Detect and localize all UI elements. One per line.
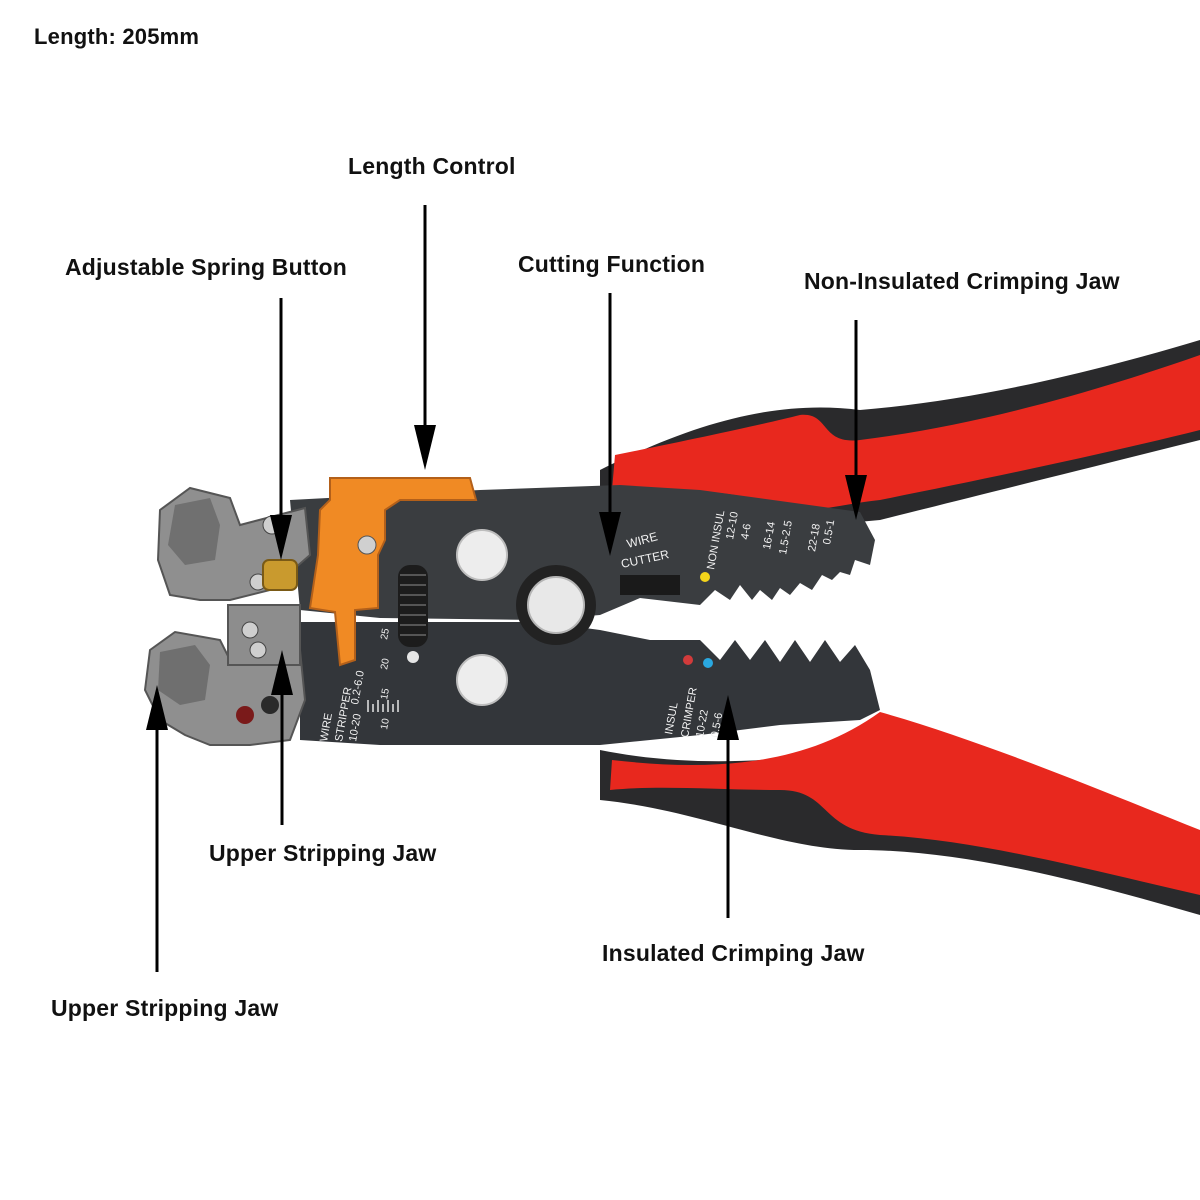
label-non-insulated-jaw: Non-Insulated Crimping Jaw [804,268,1120,294]
marking-stripper-word: WIRE [318,712,335,742]
upper-body [290,485,875,620]
slider-screw [357,535,377,555]
lower-jaw-face [158,645,210,705]
length-scale [367,700,399,712]
lower-handle-red [610,712,1200,895]
marking-stripper-awg: 10-20 [347,713,364,743]
label-upper-stripping-jaw-inner: Upper Stripping Jaw [209,840,437,866]
yellow-dot [700,572,710,582]
marking-insul-awg: 10-22 [694,709,711,739]
scale-10: 10 [379,717,392,730]
marking-awg-a: 12-10 [724,511,741,541]
label-insulated-jaw: Insulated Crimping Jaw [602,940,865,966]
lower-body [300,622,880,745]
upper-handle-red [612,355,1200,511]
marking-mm-b: 1.5-2.5 [777,520,795,556]
length-control-slider [308,477,478,667]
rivet-pivot-cap [527,576,585,634]
jaw-hole-left [236,706,254,724]
jaw-screw-b [249,641,267,659]
red-dot [683,655,693,665]
scale-25: 25 [379,627,392,640]
rivet-top [456,529,508,581]
jaw-screw-a [241,621,259,639]
length-spec: Length: 205mm [34,24,200,49]
upper-jaw-face [168,498,220,565]
scale-20: 20 [379,657,392,670]
marking-stripper-mm: 0.2-6.0 [349,670,367,706]
jaw-hole-right [261,696,279,714]
marking-insul: INSUL [663,702,680,736]
scale-15: 15 [379,687,392,700]
rivet-bottom [456,654,508,706]
marking-mm-a: 4-6 [739,523,754,541]
marking-mm-c: 0.5-1 [821,519,837,546]
label-cutting-function: Cutting Function [518,251,706,277]
spring-rivet [407,651,419,663]
wire-cutter-slot [620,575,680,595]
label-length-control: Length Control [348,153,516,179]
marking-awg-b: 16-14 [761,521,778,551]
blue-dot [703,658,713,668]
spring-button-brass [262,559,298,591]
label-upper-stripping-jaw-outer: Upper Stripping Jaw [51,995,279,1021]
label-spring-button: Adjustable Spring Button [65,254,348,280]
callout-arrows [146,205,867,972]
marking-awg-c: 22-18 [806,523,823,553]
